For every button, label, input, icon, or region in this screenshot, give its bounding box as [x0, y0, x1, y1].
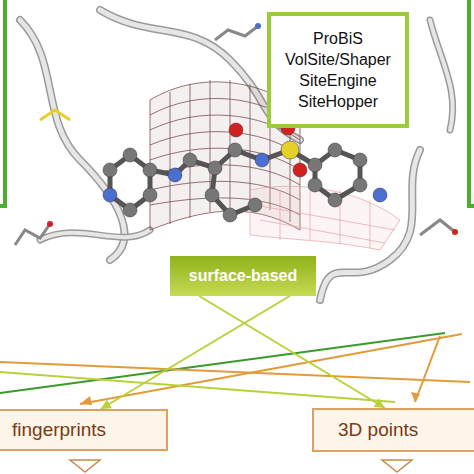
category-band: surface-based: [170, 256, 316, 296]
arrowhead: [374, 399, 385, 408]
arrowhead: [101, 400, 112, 409]
frame-edge: [469, 0, 474, 206]
connector-line: [199, 296, 385, 408]
mapping-line: [0, 333, 470, 404]
ligand-molecule: [103, 121, 387, 222]
method-box: ProBiS VolSite/Shaper SiteEngine SiteHop…: [267, 12, 409, 128]
node-label: 3D points: [338, 418, 418, 442]
protein-ribbon: [20, 10, 453, 300]
output-box: 3D points: [312, 408, 474, 452]
node-label: surface-based: [189, 266, 298, 286]
frame-edge: [0, 0, 5, 206]
node-label: ProBiS VolSite/Shaper SiteEngine SiteHop…: [285, 28, 391, 112]
connector-line: [101, 296, 290, 409]
output-box: fingerprints: [0, 409, 168, 451]
node-label: fingerprints: [12, 418, 106, 442]
flow-triangle: [70, 460, 412, 472]
